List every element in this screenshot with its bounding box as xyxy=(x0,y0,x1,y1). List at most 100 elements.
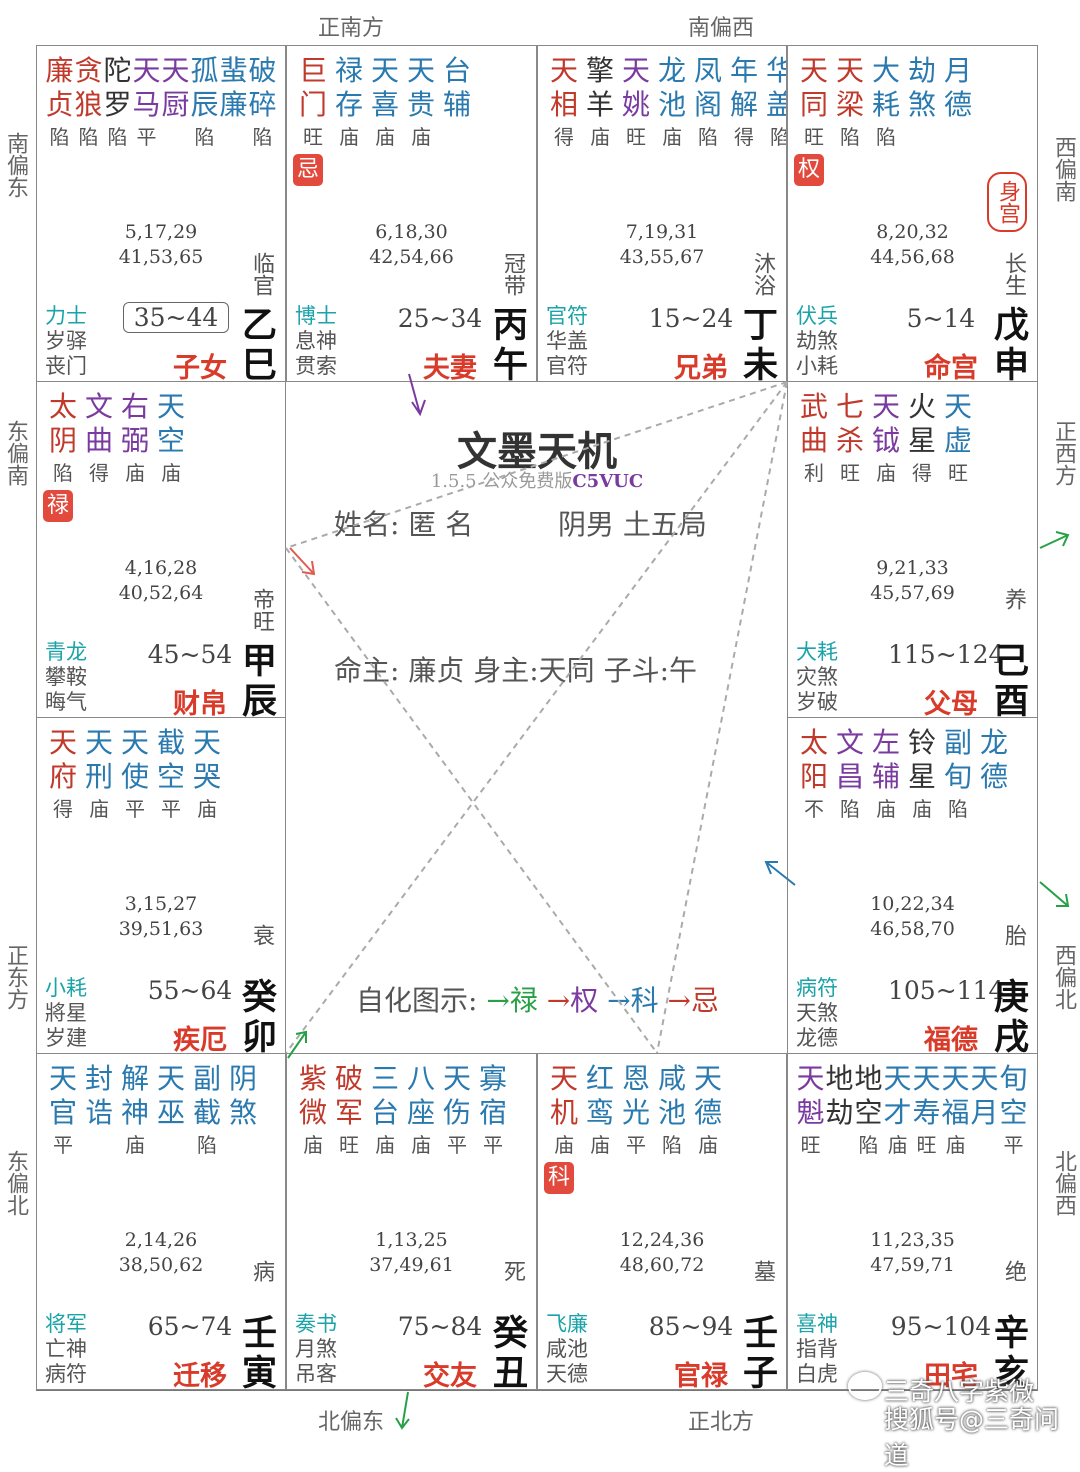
star-brightness: 庙 xyxy=(945,1133,966,1157)
gan-zhi: 庚戌 xyxy=(993,977,1029,1054)
star: 三台庙 xyxy=(367,1062,403,1160)
god-list: 大耗灾煞岁破 xyxy=(796,640,838,714)
life-stage: 帝旺 xyxy=(249,588,274,632)
star-brightness: 庙 xyxy=(303,1133,323,1157)
life-stage: 病 xyxy=(249,1260,274,1282)
line-ming-qian xyxy=(285,381,788,1054)
god-list: 小耗將星岁建 xyxy=(45,976,87,1050)
star: 文曲得 xyxy=(81,390,117,488)
star: 天马平 xyxy=(132,54,161,152)
star-name-top: 地 xyxy=(854,1062,883,1095)
palace-name: 子女 xyxy=(173,353,227,382)
palace-name: 命宫 xyxy=(924,353,978,382)
star-name-top: 天 xyxy=(549,54,578,87)
center-panel: 文墨天机 1.5.5 公众免费版C5VUC 姓名: 匿 名 阴男 土五局 命主:… xyxy=(286,381,788,1053)
star-brightness: 庙 xyxy=(125,461,145,485)
star-brightness: 得 xyxy=(734,125,754,149)
life-stage: 长生 xyxy=(1001,252,1026,296)
star-name-top: 擎 xyxy=(585,54,614,87)
star-name-bottom: 罗 xyxy=(103,88,132,121)
star: 天厨 xyxy=(161,54,190,152)
star-name-bottom: 才 xyxy=(883,1096,912,1129)
star-list: 天相得擎羊庙天姚旺龙池庙凤阁陷年解得华盖陷 xyxy=(546,54,786,152)
star-name-bottom: 宿 xyxy=(478,1096,507,1129)
star: 文昌陷 xyxy=(832,726,868,824)
star-name-bottom: 空 xyxy=(156,760,185,793)
star-list: 武曲利七杀旺天钺庙火星得天虚旺 xyxy=(796,390,976,488)
star-name-top: 天 xyxy=(442,1062,471,1095)
star-name-top: 咸 xyxy=(657,1062,686,1095)
star-list: 天魁旺地劫地空陷天才庙天寿旺天福庙天月旬空平 xyxy=(796,1062,1028,1160)
star-name-top: 七 xyxy=(835,390,864,423)
direction-left-2: 东偏南 xyxy=(3,420,28,486)
star: 劫煞 xyxy=(904,54,940,152)
gan-zhi: 乙巳 xyxy=(241,305,277,382)
star-list: 紫微庙破军旺三台庙八座庙天伤平寡宿平 xyxy=(295,1062,511,1160)
gan-zhi: 癸丑 xyxy=(492,1313,528,1390)
star-name-top: 天 xyxy=(796,1062,825,1095)
palace-wei[interactable]: 天相得擎羊庙天姚旺龙池庙凤阁陷年解得华盖陷7,19,3143,55,67沐浴官符… xyxy=(537,45,787,382)
palace-name: 财帛 xyxy=(173,689,227,718)
star-name-top: 武 xyxy=(799,390,828,423)
star: 阴煞 xyxy=(225,1062,261,1160)
star: 旬空平 xyxy=(999,1062,1028,1160)
star: 太阳不 xyxy=(796,726,832,824)
gan-zhi: 癸卯 xyxy=(241,977,277,1054)
star: 年解得 xyxy=(726,54,762,152)
star-name-bottom: 梁 xyxy=(835,88,864,121)
star-name-top: 破 xyxy=(248,54,277,87)
star: 武曲利 xyxy=(796,390,832,488)
star-name-bottom: 曲 xyxy=(84,424,113,457)
star: 恩光平 xyxy=(618,1062,654,1160)
star-name-top: 地 xyxy=(825,1062,854,1095)
star-brightness: 平 xyxy=(626,1133,646,1157)
star-name-top: 红 xyxy=(585,1062,614,1095)
direction-top-left: 正南方 xyxy=(318,16,385,41)
star-brightness: 陷 xyxy=(858,1133,879,1157)
star-name-bottom: 月 xyxy=(970,1096,999,1129)
star-name-top: 凤 xyxy=(693,54,722,87)
god-list: 伏兵劫煞小耗 xyxy=(796,304,838,378)
star-name-top: 恩 xyxy=(621,1062,650,1095)
star-name-bottom: 狼 xyxy=(74,88,103,121)
direction-right-1: 西偏南 xyxy=(1051,136,1076,202)
decade-range: 25~34 xyxy=(397,304,483,333)
palace-name: 父母 xyxy=(924,689,978,718)
star: 孤辰陷 xyxy=(190,54,219,152)
star-name-bottom: 姚 xyxy=(621,88,650,121)
life-stage: 绝 xyxy=(1001,1260,1026,1282)
legend-quan: 权 xyxy=(570,984,599,1017)
star: 廉贞陷 xyxy=(45,54,74,152)
star-name-top: 天 xyxy=(161,54,190,87)
star-name-bottom: 神 xyxy=(120,1096,149,1129)
life-stage: 养 xyxy=(1001,588,1026,610)
life-stage: 墓 xyxy=(750,1260,775,1282)
star: 天钺庙 xyxy=(868,390,904,488)
star: 天机庙 xyxy=(546,1062,582,1160)
star-name-top: 旬 xyxy=(999,1062,1028,1095)
star-name-top: 孤 xyxy=(190,54,219,87)
star-name-bottom: 机 xyxy=(549,1096,578,1129)
star-name-bottom: 鸾 xyxy=(585,1096,614,1129)
star-name-top: 寡 xyxy=(478,1062,507,1095)
star: 天寿旺 xyxy=(912,1062,941,1160)
arrow-ji xyxy=(408,373,426,417)
decade-range: 85~94 xyxy=(648,1312,734,1341)
star-name-bottom: 府 xyxy=(48,760,77,793)
star: 火星得 xyxy=(904,390,940,488)
star-brightness: 庙 xyxy=(887,1133,908,1157)
direction-left-1: 南偏东 xyxy=(3,132,28,198)
